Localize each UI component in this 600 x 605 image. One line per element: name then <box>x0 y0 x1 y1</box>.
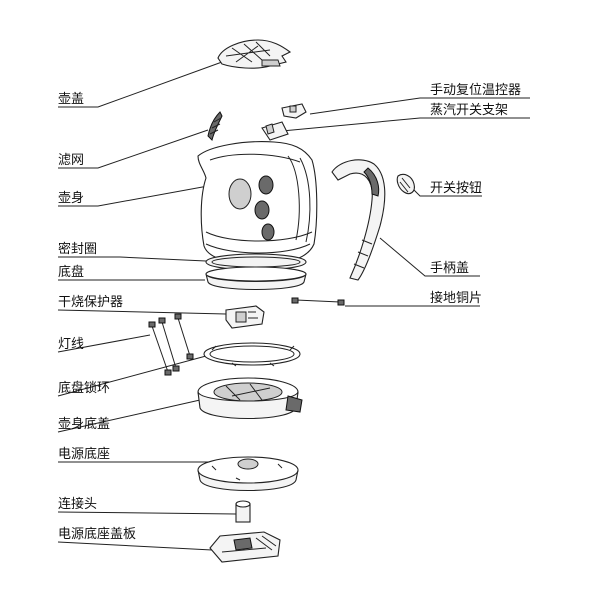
leader-seal-ring <box>58 256 207 262</box>
leader-bottom-cover <box>57 399 201 433</box>
leader-steam-bracket <box>281 117 530 132</box>
steam-bracket-part <box>261 121 289 141</box>
leader-cover-plate <box>57 541 213 551</box>
handle-cover-part <box>331 159 386 281</box>
dry-burn-protector-part <box>225 305 265 329</box>
label-handle-cover: 手柄盖 <box>430 261 470 276</box>
power-base-part <box>197 456 299 491</box>
switch-button-part <box>396 173 415 195</box>
label-base-plate: 底盘 <box>58 265 85 280</box>
label-lid: 壶盖 <box>58 92 85 107</box>
leader-thermostat <box>309 97 530 115</box>
leader-body <box>58 185 209 207</box>
label-filter: 滤网 <box>58 153 85 168</box>
label-switch-button: 开关按钮 <box>430 181 483 196</box>
kettle-body-part <box>197 141 318 265</box>
label-manual-reset-thermostat: 手动复位温控器 <box>430 83 522 98</box>
connector-part <box>235 500 251 523</box>
thermostat-part <box>281 103 307 119</box>
label-body: 壶身 <box>58 191 85 206</box>
leader-lid <box>58 61 223 108</box>
leader-filter <box>58 129 209 169</box>
label-dry-burn-protector: 干烧保护器 <box>58 295 124 310</box>
label-base-lock-ring: 底盘锁环 <box>58 381 111 396</box>
leader-dry-burn <box>57 309 227 315</box>
power-base-cover-plate-part <box>209 531 281 563</box>
label-power-base-cover-plate: 电源底座盖板 <box>58 527 137 542</box>
filter-part <box>207 111 223 141</box>
leader-lock-ring <box>57 355 207 397</box>
label-ground-copper-strip: 接地铜片 <box>430 291 483 306</box>
leader-connector <box>57 511 237 515</box>
base-plate-part <box>205 266 307 290</box>
lamp-wire-part <box>148 313 194 376</box>
label-seal-ring: 密封圈 <box>58 242 98 257</box>
ground-strip-part <box>291 297 345 306</box>
body-bottom-cover-part <box>197 377 303 419</box>
base-lock-ring-part <box>203 342 301 367</box>
lid-part <box>217 39 292 69</box>
label-steam-switch-bracket: 蒸汽开关支架 <box>430 103 509 118</box>
label-power-base: 电源底座 <box>58 447 111 462</box>
label-connector: 连接头 <box>58 497 98 512</box>
label-body-bottom-cover: 壶身底盖 <box>58 417 111 432</box>
label-lamp-wire: 灯线 <box>58 337 85 352</box>
leader-lamp-wire <box>57 334 151 353</box>
leader-lines <box>57 61 530 551</box>
leader-handle-cover <box>379 237 480 277</box>
